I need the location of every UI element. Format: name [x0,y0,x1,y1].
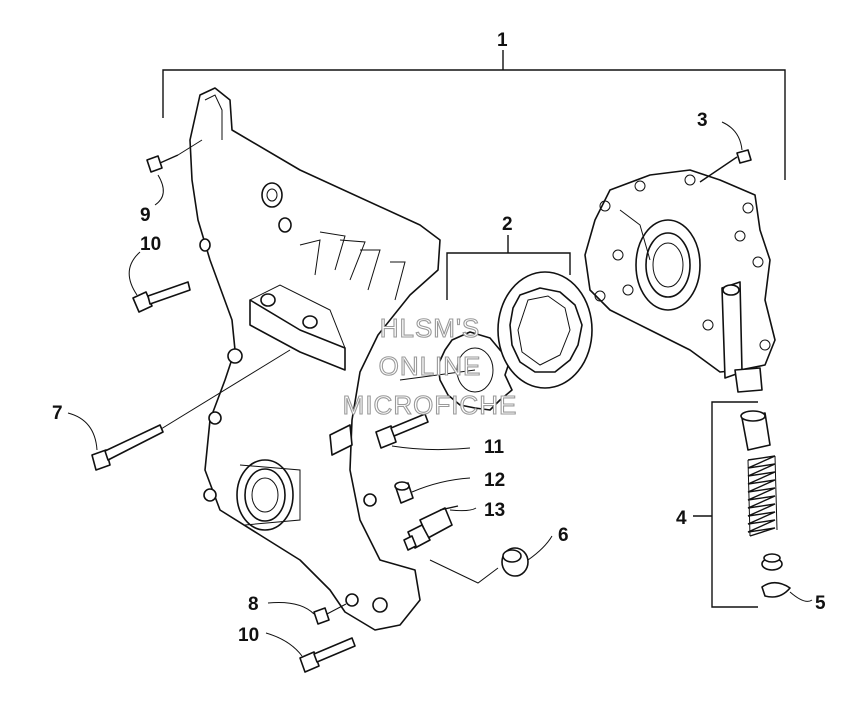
callout-5: 5 [815,593,826,614]
relief-valve-spring [747,455,778,537]
bracket-group-4 [693,401,758,608]
dowel-12 [394,477,471,504]
watermark-line-2: ONLINE [379,351,482,381]
oil-pump-inner-rotor [399,331,513,411]
callout-9: 9 [140,205,151,226]
callout-13: 13 [484,500,505,521]
relief-valve-seat [761,553,783,571]
bolt-10-lower [265,632,356,673]
watermark: HLSM'S ONLINE MICROFICHE [342,312,518,420]
callout-3: 3 [697,110,708,131]
bolt-9 [146,139,203,206]
bolt-7 [67,412,164,471]
callout-10-lower: 10 [238,625,259,646]
bracket-group-1 [162,50,786,180]
watermark-line-3: MICROFICHE [343,390,518,420]
callout-8: 8 [248,594,259,615]
callout-6: 6 [558,525,569,546]
callout-7: 7 [52,403,63,424]
oil-pump-cover [584,169,776,393]
callout-1: 1 [497,30,508,51]
bolt-10-upper [128,251,191,313]
snap-ring-5 [761,581,813,602]
watermark-line-1: HLSM'S [380,313,481,343]
callout-4: 4 [676,508,687,529]
relief-valve-plunger [740,410,771,451]
screw-3 [699,121,752,183]
callout-labels: 1 2 3 4 5 6 7 8 9 10 10 11 12 13 [52,30,826,646]
screw-8 [267,602,347,625]
callout-2: 2 [502,214,513,235]
callout-11: 11 [484,437,505,458]
oil-pump-outer-rotor [497,271,593,389]
callout-12: 12 [484,470,505,491]
bolt-11 [375,413,471,451]
oil-pressure-switch-13 [403,505,477,551]
callout-10-upper: 10 [140,234,161,255]
plug-6 [429,535,553,584]
bracket-group-2 [446,235,571,300]
